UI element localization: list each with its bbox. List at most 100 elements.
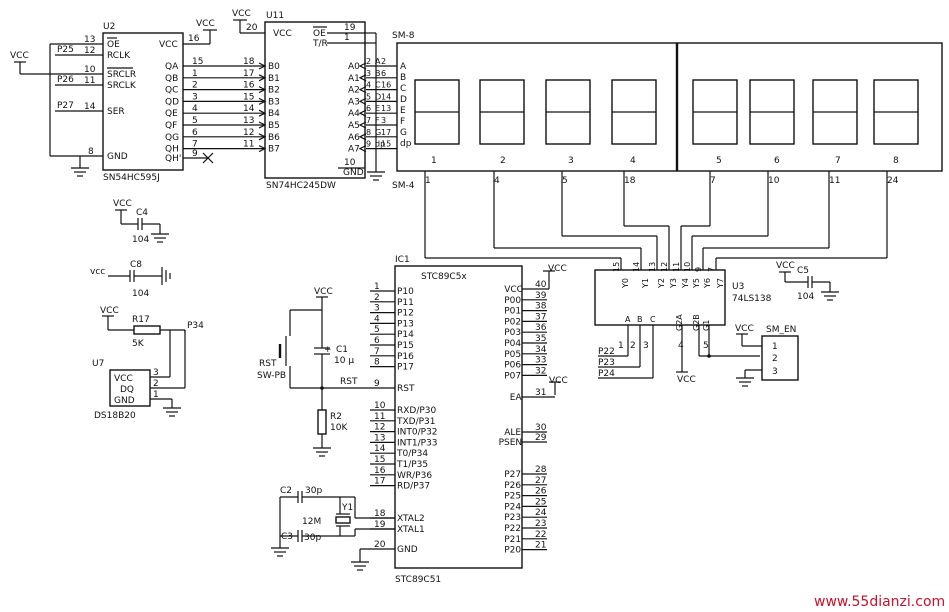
ic1-pin-name: P01 (504, 307, 521, 317)
r17-body (133, 325, 161, 335)
reset-circuit: VCC RST SW-PB + C1 10 µ RST R2 10K (257, 287, 395, 457)
u2-output-pin-num: 1 (192, 69, 198, 79)
u11-b-pin-num: 13 (243, 116, 254, 126)
display-ref-top: SM-8 (392, 31, 415, 41)
u2-output-pin-name: QB (165, 74, 178, 84)
u11-a-pin-num: 5 (366, 92, 371, 101)
u2-pin-name: OE (107, 40, 120, 50)
digit: 418 (611, 79, 670, 270)
u3-input-pin-name: B (637, 315, 643, 324)
arrow-icon (258, 109, 267, 117)
sm-en-pin: 2 (772, 354, 778, 364)
ic1-pin-name: P23 (504, 513, 521, 523)
u11-gnd-pin-num: 10 (344, 158, 356, 168)
u3-enable-num: 4 (678, 341, 684, 351)
arrow-icon (358, 133, 367, 141)
u11-b-pin-num: 11 (243, 140, 254, 150)
ic1-pin-name: P06 (504, 361, 521, 371)
ic1-pin-name: INT0/P32 (397, 428, 438, 438)
u11-ref: U11 (266, 11, 284, 21)
u2-output-pin-num: 7 (192, 140, 198, 150)
u2-vcc-net: VCC (10, 51, 29, 61)
u2-output-pin-name: QG (165, 133, 179, 143)
ic1-pin-num: 14 (374, 444, 386, 454)
u2-pin-name: SRCLK (107, 81, 137, 91)
u2-pin-net: P25 (57, 45, 74, 55)
c5-net: VCC (776, 261, 795, 271)
ic1-pin-name: P26 (504, 481, 521, 491)
digit: 11 (414, 79, 622, 270)
segment-net-label: F (375, 116, 380, 125)
sm-en-ref: SM_EN (766, 325, 796, 335)
ic1-pin-name: WR/P36 (397, 471, 432, 481)
ic1-pin-num: 21 (535, 541, 546, 551)
arrow-icon (258, 74, 267, 82)
c1-polarity: + (324, 345, 332, 355)
sm-en-body (761, 335, 799, 381)
u2-pin-name: RCLK (107, 51, 131, 61)
ic1-pin-name: RD/P37 (397, 482, 430, 492)
u3-output-pin-num: 11 (672, 262, 681, 272)
c3-value: 30p (304, 533, 321, 543)
u11-a-pin-name: A4 (348, 109, 360, 119)
u2-output-pin-name: QD (165, 97, 179, 107)
u7-pin-name: DQ (120, 385, 134, 395)
ic1-pin-name: P21 (504, 535, 521, 545)
display-segment-letter: E (400, 106, 406, 116)
ic1-pin-name: P24 (504, 502, 521, 512)
display-segment-letter: C (400, 84, 406, 94)
digit-number: 7 (835, 156, 841, 166)
display-segment-letter: G (400, 128, 407, 138)
ic1-pin-num: 39 (535, 291, 547, 301)
ic1-pin-name: INT1/P33 (397, 438, 438, 448)
c5-capacitor: VCC C5 104 (776, 261, 839, 302)
ic1-pin-num: 18 (374, 509, 386, 519)
ic1-pin-num: 22 (535, 530, 546, 540)
ic1-pin-num: 23 (535, 519, 546, 529)
arrow-icon (258, 86, 267, 94)
u11-b-pin-name: B1 (268, 74, 280, 84)
u3-output-pin-num: 9 (694, 267, 703, 272)
y1-value: 12M (302, 517, 321, 527)
display-segment-pin-num: 14 (381, 92, 391, 101)
ic1-pin-num: 35 (535, 334, 546, 344)
ic1-ref: IC1 (395, 255, 410, 265)
ic1-pin-num: 11 (374, 412, 385, 422)
c4-net: VCC (113, 199, 132, 209)
ic1-pin-num: 15 (374, 455, 385, 465)
u11-body (264, 21, 366, 179)
u11-a-pin-num: 4 (366, 81, 371, 90)
ic1-pin-name: ALE (504, 428, 521, 438)
u11-a-pin-name: A2 (348, 86, 360, 96)
ic1-pin-name: T0/P34 (396, 449, 428, 459)
u3-output-pin-name: Y5 (692, 278, 701, 289)
y1-body (335, 516, 351, 524)
c4-ref: C4 (136, 208, 148, 218)
arrow-icon (358, 86, 367, 94)
crystal-circuit: C2 30p C3 30p Y1 12M (271, 486, 395, 557)
c2-value: 30p (305, 486, 322, 496)
u2-pin-name: SRCLR (107, 70, 136, 80)
c4-capacitor: VCC C4 104 (113, 199, 169, 245)
digit-number: 6 (774, 156, 780, 166)
u2-shift-register: U2 SN54HC595J VCC P25 13 12 10 P26 11 P2… (10, 19, 265, 183)
sm-en-pin: 1 (772, 342, 778, 352)
c1-ref: C1 (336, 345, 348, 355)
segment-net-label: dp (375, 140, 385, 149)
ic1-pin-name: P15 (397, 341, 414, 351)
ic1-pin-name: P05 (504, 350, 521, 360)
u3-output-pin-num: 14 (632, 262, 641, 272)
ic1-pin-num: 4 (374, 314, 380, 324)
ic1-pin-name: VCC (504, 285, 523, 295)
ic1-body (394, 265, 523, 569)
ic1-pin-num: 33 (535, 356, 546, 366)
ic1-pin-num: 16 (374, 466, 386, 476)
segment-net-label: C (375, 81, 381, 90)
arrow-icon (358, 145, 367, 153)
sm-en-pin: 3 (772, 367, 778, 377)
u11-a-pin-num: 9 (366, 140, 371, 149)
